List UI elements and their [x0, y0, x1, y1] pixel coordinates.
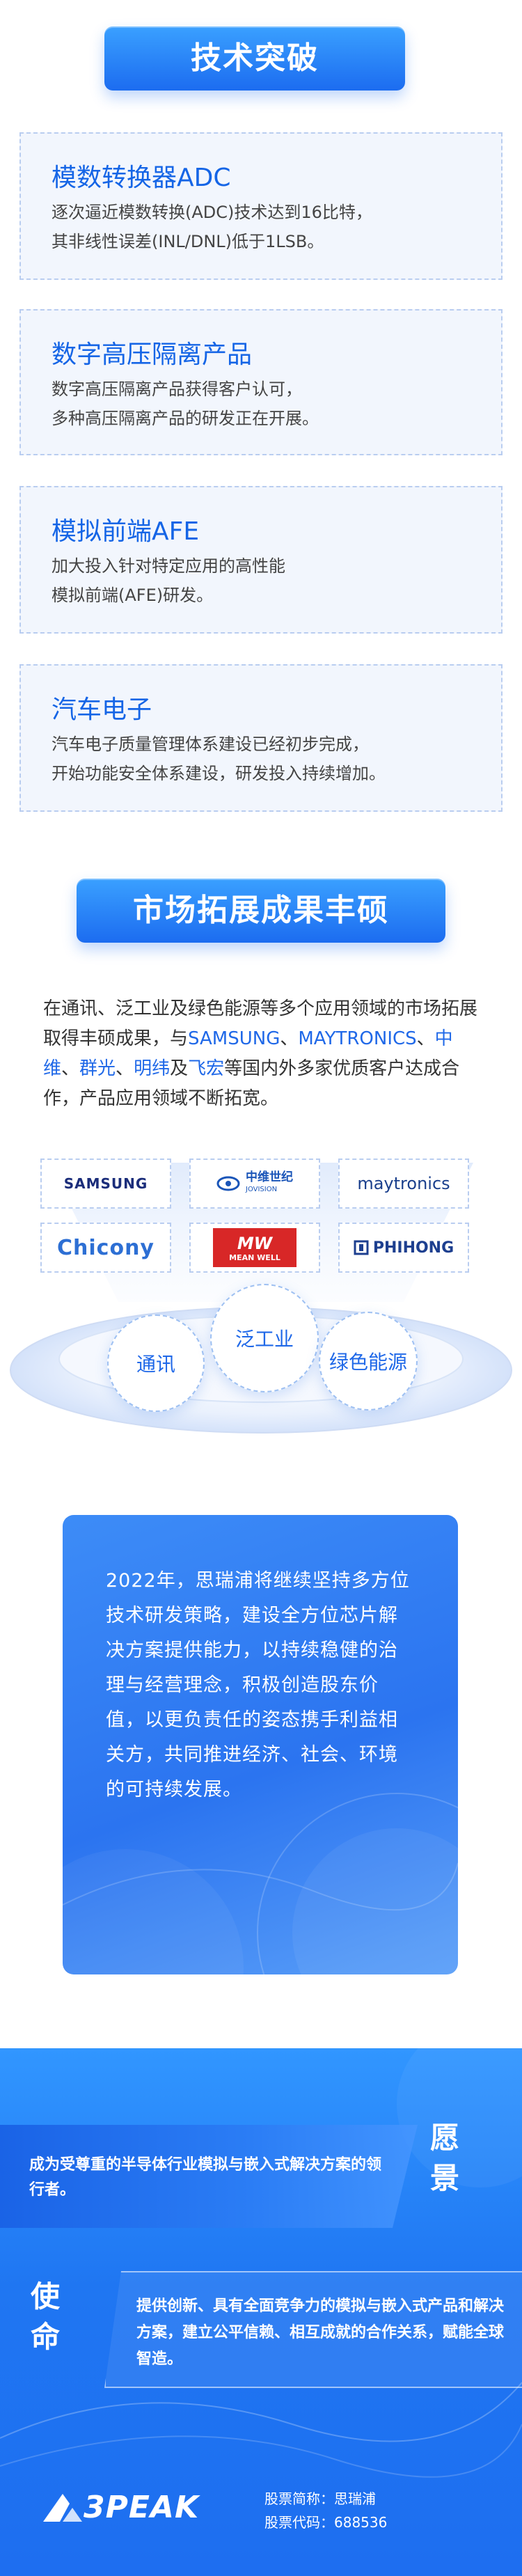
vision-text: 成为受尊重的半导体行业模拟与嵌入式解决方案的领行者。: [29, 2156, 382, 2199]
logo-text: MEAN WELL: [229, 1252, 280, 1262]
logo-text: 中维世纪: [246, 1170, 293, 1184]
logo-samsung: SAMSUNG: [40, 1159, 171, 1209]
card-text: 逐次逼近模数转换(ADC)技术达到16比特， 其非线性误差(INL/DNL)低于…: [52, 198, 473, 256]
vision-mission-banner: 成为受尊重的半导体行业模拟与嵌入式解决方案的领行者。 愿景 使命 提供创新、具有…: [0, 2048, 522, 2576]
intro-text: 在通讯、泛工业及绿色能源等多个应用领域的市场拓展取得丰硕成果，与: [43, 998, 478, 1049]
field-label: 通讯: [136, 1353, 175, 1376]
statement-decor: [63, 1793, 458, 1974]
field-label: 绿色能源: [329, 1351, 407, 1374]
customer-maytronics: MAYTRONICS: [298, 1028, 417, 1049]
brand-name: 3PEAK: [84, 2490, 200, 2525]
card-line: 多种高压隔离产品的研发正在开展。: [52, 409, 319, 428]
logo-text: JOVISION: [246, 1186, 278, 1193]
vision-label: 愿景: [430, 2121, 460, 2195]
phihong-mark-icon: [354, 1240, 369, 1255]
intro-sep: 、: [280, 1028, 299, 1049]
intro-sep: 、: [116, 1058, 134, 1079]
customer-phihong: 飞宏: [188, 1058, 225, 1079]
intro-sep: 、: [416, 1028, 435, 1049]
vision-bar: 成为受尊重的半导体行业模拟与嵌入式解决方案的领行者。: [0, 2125, 418, 2228]
logo-text: Chicony: [57, 1235, 155, 1260]
stock-name: 股票简称：思瑞浦: [264, 2490, 376, 2507]
card-line: 逐次逼近模数转换(ADC)技术达到16比特，: [52, 203, 372, 222]
stock-code: 股票代码：688536: [264, 2514, 388, 2531]
card-title: 汽车电子: [52, 696, 152, 724]
logo-text: SAMSUNG: [63, 1175, 148, 1192]
logo-phihong: PHIHONG: [338, 1223, 469, 1273]
card-afe: 模拟前端AFE 加大投入针对特定应用的高性能 模拟前端(AFE)研发。: [19, 486, 503, 634]
meanwell-mark-icon: MW: [237, 1233, 273, 1253]
customer-meanwell: 明纬: [134, 1058, 171, 1079]
card-adc: 模数转换器ADC 逐次逼近模数转换(ADC)技术达到16比特， 其非线性误差(I…: [19, 132, 503, 280]
customer-samsung: SAMSUNG: [188, 1028, 280, 1049]
logo-meanwell: MW MEAN WELL: [189, 1223, 320, 1273]
customer-chicony: 群光: [79, 1058, 116, 1079]
logo-jovision: 中维世纪 JOVISION: [189, 1159, 320, 1209]
field-green-energy: 绿色能源: [319, 1312, 418, 1411]
stock-info: 股票简称：思瑞浦 股票代码：688536: [264, 2487, 387, 2534]
logo-chicony: Chicony: [40, 1223, 171, 1273]
card-automotive: 汽车电子 汽车电子质量管理体系建设已经初步完成， 开始功能安全体系建设，研发投入…: [19, 664, 503, 812]
card-line: 加大投入针对特定应用的高性能: [52, 556, 285, 576]
intro-text: 等国内外多家优质客户达成合作，产品应用领域不断拓宽。: [43, 1058, 460, 1109]
market-intro: 在通讯、泛工业及绿色能源等多个应用领域的市场拓展取得丰硕成果，与SAMSUNG、…: [43, 994, 489, 1114]
card-line: 其非线性误差(INL/DNL)低于1LSB。: [52, 232, 324, 251]
card-line: 数字高压隔离产品获得客户认可，: [52, 379, 302, 399]
section-title-tech: 技术突破: [104, 26, 405, 91]
card-title: 数字高压隔离产品: [52, 340, 253, 369]
banner-decor: [0, 2048, 522, 2478]
intro-sep: 及: [170, 1058, 189, 1079]
mission-bar: 提供创新、具有全面竞争力的模拟与嵌入式产品和解决方案，建立公平信赖、相互成就的合…: [104, 2271, 522, 2388]
mission-text: 提供创新、具有全面竞争力的模拟与嵌入式产品和解决方案，建立公平信赖、相互成就的合…: [136, 2298, 505, 2368]
card-line: 汽车电子质量管理体系建设已经初步完成，: [52, 735, 369, 754]
card-text: 汽车电子质量管理体系建设已经初步完成， 开始功能安全体系建设，研发投入持续增加。: [52, 730, 473, 788]
field-industrial: 泛工业: [210, 1284, 319, 1392]
section-title-market: 市场拓展成果丰硕: [77, 879, 445, 943]
statement-text: 2022年，思瑞浦将继续坚持多方位技术研发策略，建设全方位芯片解决方案提供能力，…: [106, 1570, 410, 1800]
field-telecom: 通讯: [107, 1314, 205, 1412]
card-text: 数字高压隔离产品获得客户认可， 多种高压隔离产品的研发正在开展。: [52, 375, 473, 433]
logo-text: PHIHONG: [372, 1239, 454, 1257]
field-label: 泛工业: [235, 1328, 294, 1351]
card-line: 模拟前端(AFE)研发。: [52, 586, 214, 605]
outlook-statement: 2022年，思瑞浦将继续坚持多方位技术研发策略，建设全方位芯片解决方案提供能力，…: [63, 1515, 458, 1974]
card-title: 模数转换器ADC: [52, 164, 231, 192]
card-isolation: 数字高压隔离产品 数字高压隔离产品获得客户认可， 多种高压隔离产品的研发正在开展…: [19, 309, 503, 455]
card-line: 开始功能安全体系建设，研发投入持续增加。: [52, 764, 386, 783]
customer-jovision: 中维: [43, 1028, 453, 1079]
mission-label: 使命: [31, 2279, 61, 2354]
card-text: 加大投入针对特定应用的高性能 模拟前端(AFE)研发。: [52, 551, 473, 610]
logo-text: maytronics: [357, 1174, 450, 1193]
jovision-mark-icon: [216, 1176, 240, 1191]
logo-maytronics: maytronics: [338, 1159, 469, 1209]
intro-sep: 、: [61, 1058, 80, 1079]
3peak-logo-icon: [43, 2494, 82, 2522]
card-title: 模拟前端AFE: [52, 517, 200, 546]
